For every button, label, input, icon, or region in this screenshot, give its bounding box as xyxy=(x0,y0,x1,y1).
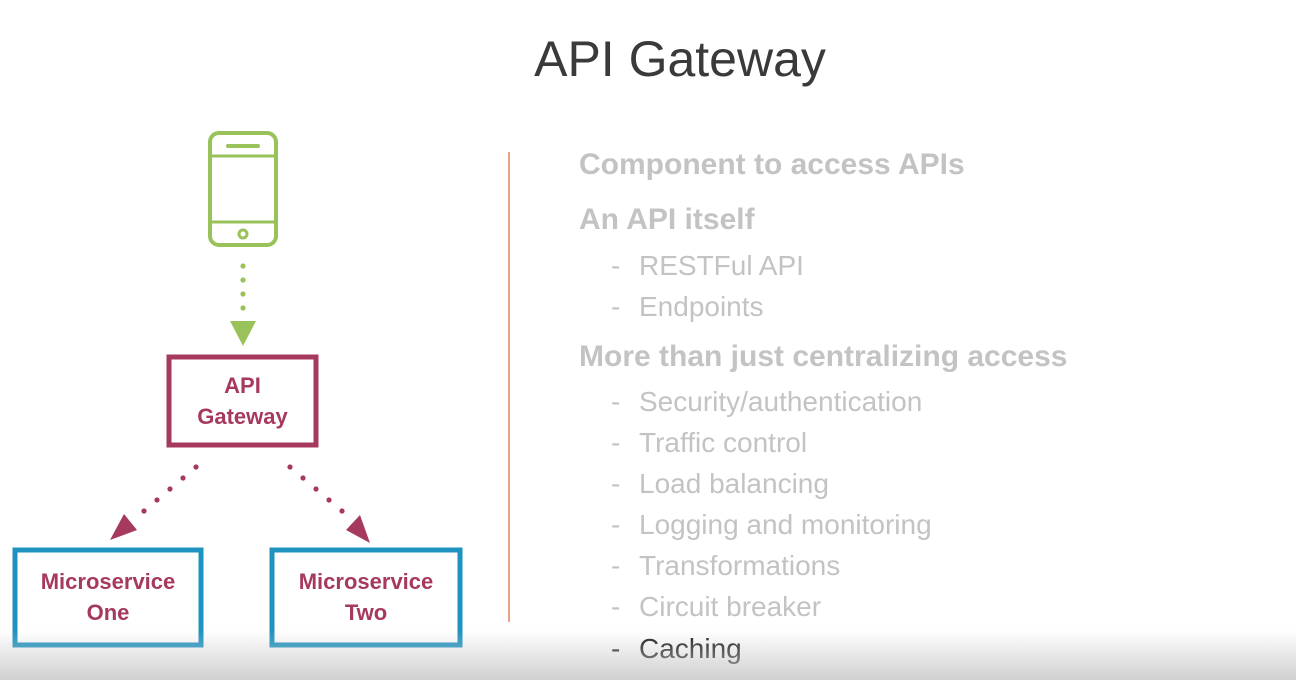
dash: - xyxy=(611,427,621,458)
sub-item-security: -Security/authentication xyxy=(611,386,922,418)
microservice-two-label-line1: Microservice xyxy=(298,569,434,594)
sub-item-circuit-breaker: -Circuit breaker xyxy=(611,591,821,623)
sub-item-transformations: -Transformations xyxy=(611,550,840,582)
phone-to-gateway-arrow xyxy=(230,263,256,346)
gateway-to-microservice-one-arrow xyxy=(110,464,199,540)
dash: - xyxy=(611,633,621,664)
dash: - xyxy=(611,509,621,540)
api-gateway-box xyxy=(166,354,319,448)
api-gateway-label: API Gateway xyxy=(169,370,316,432)
sub-item-text: Traffic control xyxy=(639,427,808,458)
sub-item-caching: -Caching xyxy=(611,633,742,665)
dash: - xyxy=(611,550,621,581)
slide-title: API Gateway xyxy=(534,31,826,87)
sub-item-text: Security/authentication xyxy=(639,386,923,417)
dash: - xyxy=(611,386,621,417)
heading-component: Component to access APIs xyxy=(579,148,965,181)
sub-item-text: Endpoints xyxy=(639,291,764,322)
sub-item-restful: -RESTFul API xyxy=(611,250,804,282)
dash: - xyxy=(611,468,621,499)
sub-item-endpoints: -Endpoints xyxy=(611,291,764,323)
sub-item-text: RESTFul API xyxy=(639,250,804,281)
microservice-one-label: Microservice One xyxy=(15,566,201,628)
sub-item-text: Circuit breaker xyxy=(639,591,822,622)
sub-item-logging: -Logging and monitoring xyxy=(611,509,932,541)
sub-item-text: Logging and monitoring xyxy=(639,509,932,540)
api-gateway-label-line2: Gateway xyxy=(197,404,288,429)
sub-item-text: Caching xyxy=(639,633,742,664)
heading-more-than: More than just centralizing access xyxy=(579,340,1068,373)
sub-item-text: Load balancing xyxy=(639,468,829,499)
sub-item-traffic: -Traffic control xyxy=(611,427,807,459)
architecture-diagram xyxy=(12,131,463,648)
api-gateway-label-line1: API xyxy=(224,373,261,398)
heading-api-itself: An API itself xyxy=(579,203,755,236)
microservice-two-label: Microservice Two xyxy=(272,566,460,628)
dash: - xyxy=(611,291,621,322)
microservice-one-label-line1: Microservice xyxy=(40,569,176,594)
microservice-one-label-line2: One xyxy=(86,600,130,625)
dash: - xyxy=(611,250,621,281)
vertical-divider xyxy=(508,152,510,622)
gateway-to-microservice-two-arrow xyxy=(287,464,370,543)
smartphone-icon xyxy=(208,131,278,247)
sub-item-load-balancing: -Load balancing xyxy=(611,468,829,500)
dash: - xyxy=(611,591,621,622)
sub-item-text: Transformations xyxy=(639,550,841,581)
microservice-two-label-line2: Two xyxy=(344,600,388,625)
